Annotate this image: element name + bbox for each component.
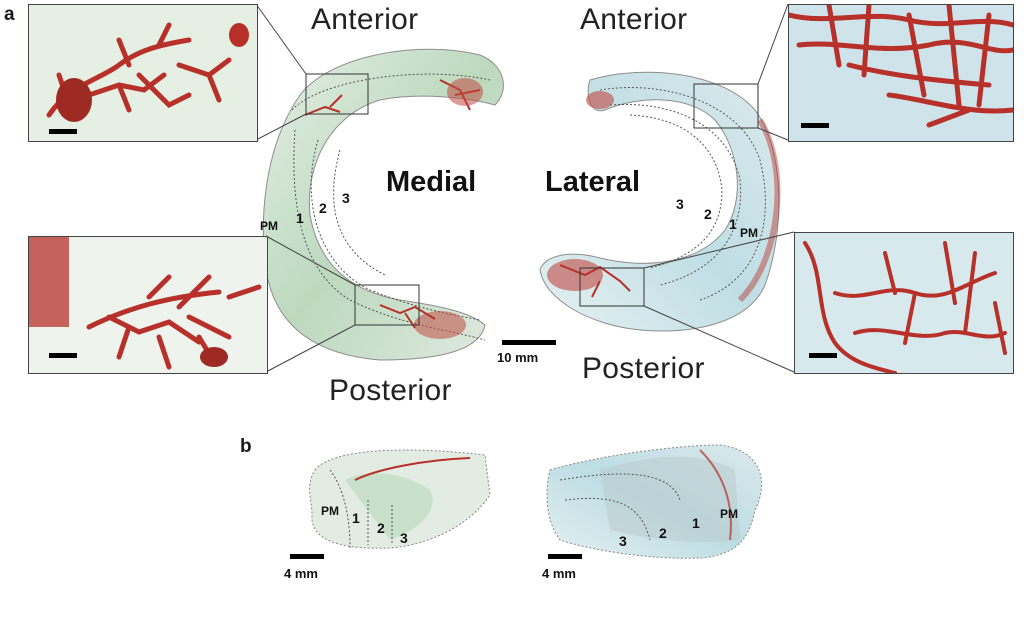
inset-lateral-posterior [794,232,1014,374]
scalebar-b-left-line [290,554,324,559]
zone-label-1: 1 [296,210,304,226]
zone-label-2: 2 [659,525,667,541]
inset-lateral-anterior [788,4,1014,142]
zone-label-pm: PM [720,507,738,521]
zone-label-pm: PM [260,219,278,233]
panel-label-a: a [4,4,15,25]
zoom-box-medial-anterior [305,73,369,115]
zone-label-2: 2 [704,206,712,222]
label-posterior-lateral: Posterior [582,352,705,385]
zoom-box-lateral-anterior [693,83,759,129]
lateral-meniscus [539,71,781,332]
scalebar-b-left-label: 4 mm [284,566,318,581]
label-posterior-medial: Posterior [329,374,452,407]
zoom-box-lateral-posterior [579,267,645,307]
scalebar-b-right-line [548,554,582,559]
zone-label-3: 3 [400,530,408,546]
panel-b-lateral-section [546,444,763,559]
label-lateral: Lateral [545,166,641,198]
panel-label-b: b [240,436,252,457]
scalebar-b-right-label: 4 mm [542,566,576,581]
panel-b-medial-section [309,449,491,549]
scalebar-main-label: 10 mm [497,350,539,365]
zone-label-2: 2 [319,200,327,216]
label-medial: Medial [386,166,477,198]
inset-scalebar [801,123,829,128]
zone-label-3: 3 [342,190,350,206]
zone-label-pm: PM [321,504,339,518]
zone-label-2: 2 [377,520,385,536]
inset-medial-anterior [28,4,258,142]
label-anterior-medial: Anterior [311,3,419,36]
inset-medial-posterior [28,236,268,374]
inset-scalebar [809,353,837,358]
zoom-box-medial-posterior [354,284,420,326]
scalebar-main-line [502,340,556,345]
zone-label-3: 3 [619,533,627,549]
zone-label-3: 3 [676,196,684,212]
inset-scalebar [49,353,77,358]
medial-meniscus [262,48,504,361]
zone-label-pm: PM [740,226,758,240]
zone-label-1: 1 [692,515,700,531]
label-anterior-lateral: Anterior [580,3,688,36]
inset-scalebar [49,129,77,134]
inset-connectors [255,3,795,373]
zone-label-1: 1 [352,510,360,526]
zone-label-1: 1 [729,216,737,232]
